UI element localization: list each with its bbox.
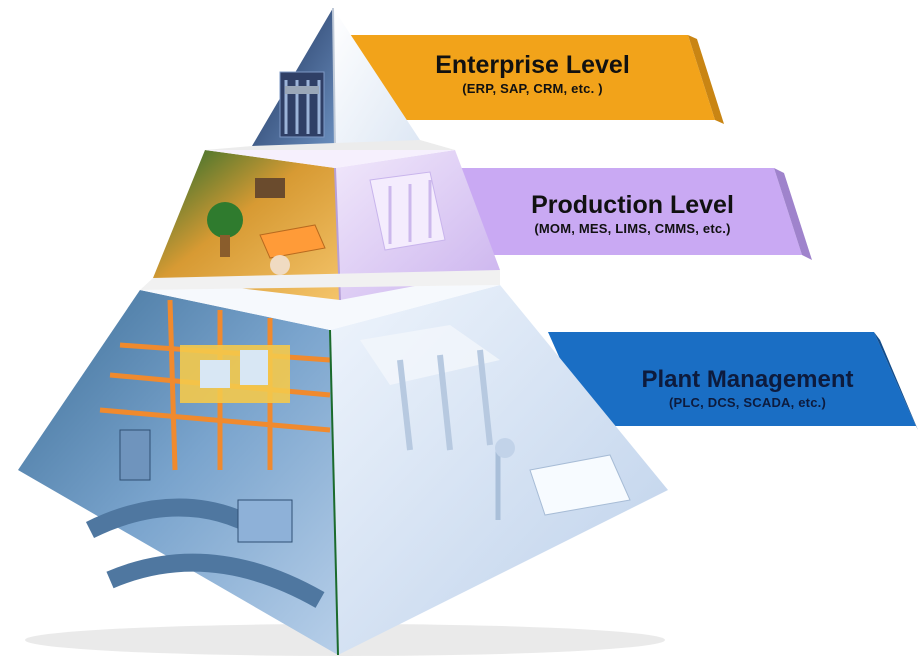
plant-management-banner [548,332,918,430]
tier-separator-top [205,140,455,150]
plant-management-title: Plant Management [641,366,854,393]
production-banner [392,168,812,260]
enterprise-level-title: Enterprise Level [435,51,630,79]
plant-tier [18,285,668,656]
enterprise-level-subtitle: (ERP, SAP, CRM, etc. ) [462,81,603,96]
tier-separator-middle [140,270,500,290]
production-level-label: Production Level (MOM, MES, LIMS, CMMS, … [490,190,775,238]
production-level-title: Production Level [531,191,734,219]
enterprise-tier [252,7,420,151]
enterprise-level-label: Enterprise Level (ERP, SAP, CRM, etc. ) [410,50,655,98]
production-level-subtitle: (MOM, MES, LIMS, CMMS, etc.) [534,221,731,236]
enterprise-banner [338,35,724,124]
plant-management-label: Plant Management (PLC, DCS, SCADA, etc.) [620,366,875,412]
plant-management-subtitle: (PLC, DCS, SCADA, etc.) [668,395,826,410]
production-tier [153,150,500,301]
